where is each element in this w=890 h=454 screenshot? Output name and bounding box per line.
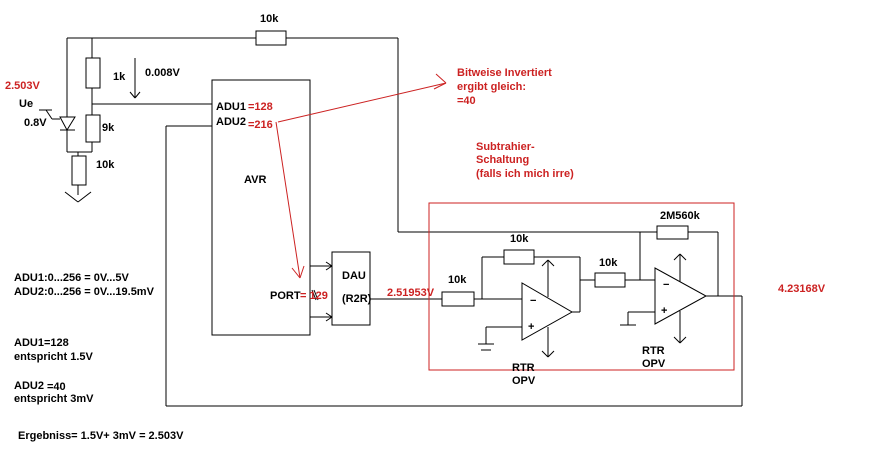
- note-invert-3: =40: [457, 95, 476, 107]
- label-r2r: (R2R): [342, 293, 372, 305]
- label-opv1-2: OPV: [512, 375, 536, 387]
- port-bus: [310, 261, 333, 322]
- label-port: PORT: [270, 290, 301, 302]
- note-invert-2: ergibt gleich:: [457, 81, 526, 93]
- diode-symbol: [59, 116, 76, 132]
- note-adu1-eq: ADU1=128: [14, 337, 69, 349]
- resistor-10k-mid: [594, 272, 626, 288]
- label-r-top: 10k: [260, 13, 279, 25]
- opamp-1-minus: −: [530, 295, 536, 307]
- note-sub-3: (falls ich mich irre): [476, 168, 574, 180]
- label-r-9k: 9k: [102, 122, 115, 134]
- label-vin: 2.503V: [5, 80, 41, 92]
- note-adu1-desc: entspricht 1.5V: [14, 351, 94, 363]
- subtractor-circuit: [428, 202, 735, 371]
- label-port-val: = 129: [300, 290, 328, 302]
- opamp-1: [521, 282, 574, 341]
- note-sub-1: Subtrahier-: [476, 141, 535, 153]
- label-adu1-val: =128: [248, 101, 273, 113]
- resistor-10k-top: [255, 30, 287, 46]
- opamp-1-plus: +: [528, 321, 534, 333]
- label-opv2-2: OPV: [642, 358, 666, 370]
- label-adu2-val: =216: [248, 119, 273, 131]
- resistor-10k-low: [71, 155, 87, 186]
- note-adu2-eq-b: =40: [47, 381, 66, 393]
- resistor-9k: [85, 114, 101, 143]
- resistor-1k: [85, 57, 101, 89]
- label-opv2-1: RTR: [642, 345, 665, 357]
- input-network: [39, 30, 655, 281]
- resistor-2m560k: [656, 225, 689, 240]
- label-adu1: ADU1: [216, 101, 246, 113]
- dau-block: [331, 251, 371, 326]
- resistor-10k-fb: [503, 249, 535, 265]
- label-avr: AVR: [244, 174, 266, 186]
- label-dau-out: 2.51953V: [387, 287, 435, 299]
- label-vout: 4.23168V: [778, 283, 826, 295]
- note-result: Ergebniss= 1.5V+ 3mV = 2.503V: [18, 430, 184, 442]
- label-r-1k: 1k: [113, 71, 126, 83]
- opamp-2-minus: −: [663, 279, 669, 291]
- note-range-1: ADU1:0...256 = 0V...5V: [14, 272, 130, 284]
- resistor-10k-in: [441, 291, 475, 307]
- label-opv1-1: RTR: [512, 362, 535, 374]
- label-r-mid: 10k: [599, 257, 618, 269]
- note-invert-1: Bitweise Invertiert: [457, 67, 552, 79]
- label-r-big: 2M560k: [660, 210, 701, 222]
- note-adu2-eq-a: ADU2: [14, 380, 44, 392]
- subtractor-frame: [428, 202, 735, 371]
- label-r-fb: 10k: [510, 233, 529, 245]
- label-drop-008v: 0.008V: [145, 67, 181, 79]
- note-range-2: ADU2:0...256 = 0V...19.5mV: [14, 286, 155, 298]
- label-diode-v: 0.8V: [24, 117, 47, 129]
- note-sub-2: Schaltung: [476, 154, 529, 166]
- label-r-10k-low: 10k: [96, 159, 115, 171]
- note-adu2-desc: entspricht 3mV: [14, 393, 94, 405]
- label-dau: DAU: [342, 270, 366, 282]
- avr-block: [165, 79, 743, 407]
- label-adu2: ADU2: [216, 116, 246, 128]
- label-r-in: 10k: [448, 274, 467, 286]
- opamp-2-plus: +: [661, 305, 667, 317]
- annotation-arrows: [275, 73, 447, 279]
- label-ue: Ue: [19, 98, 33, 110]
